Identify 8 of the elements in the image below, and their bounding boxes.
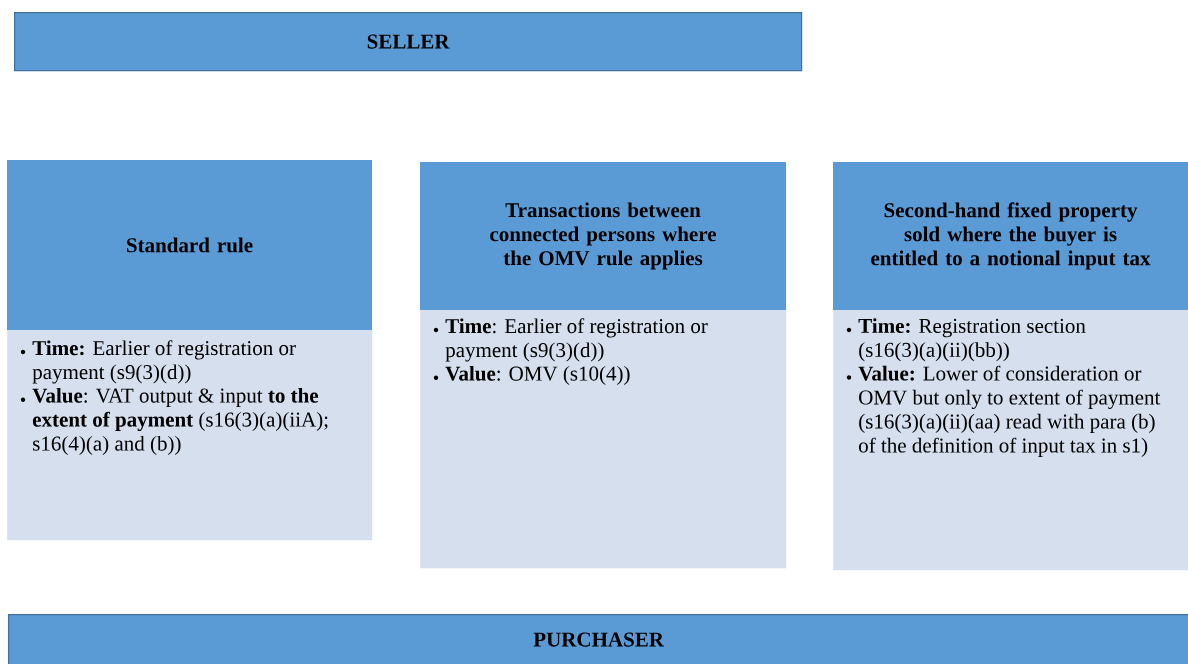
node-label: Value: VAT output & input to the extent of payment (s16(3)(a)(iiA); s16(4)(a) and (b)) xyxy=(32,387,328,455)
title-bar: PURCHASER xyxy=(8,614,1188,664)
node-label: Value: OMV (s10(4)) xyxy=(445,365,630,385)
node-label: Time: Earlier of registration or payment (s9(3)(d)) xyxy=(445,318,708,362)
node-label: Time: Registration section (s16(3)(a)(ii)(bb)) xyxy=(858,318,1086,362)
title-bar: SELLER xyxy=(14,12,803,72)
node-label: Value: Lower of consideration or OMV but only to extent of payment (s16(3)(a)(ii)(aa) read with para (b) of the definition of input tax in s1) xyxy=(858,365,1161,457)
node-label: Time: Earlier of registration or payment (s9(3)(d)) xyxy=(32,340,296,384)
